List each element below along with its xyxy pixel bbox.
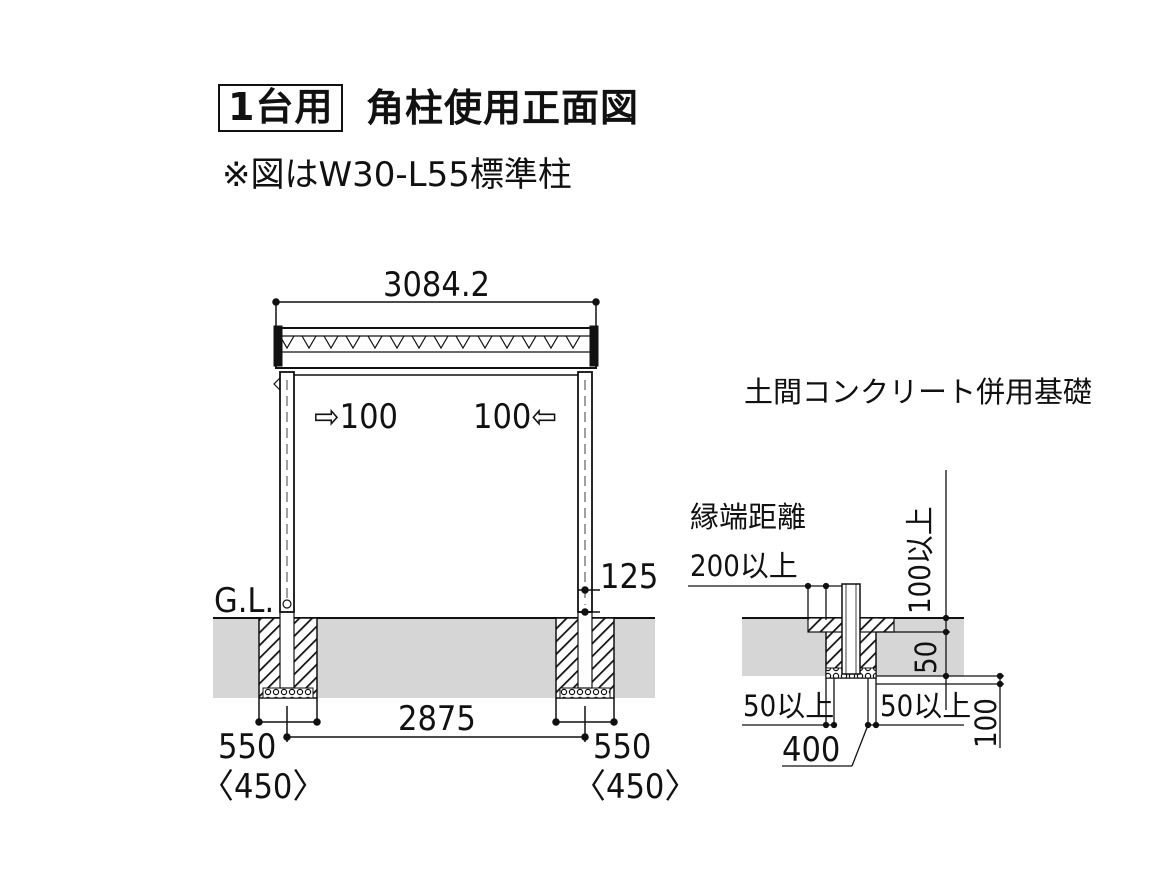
label-slab-depth: 50 (909, 640, 943, 674)
label-ground-line: G.L. (214, 581, 275, 621)
label-base-depth: 100 (969, 698, 1003, 748)
label-arrow-left: ⇨100 (314, 397, 399, 437)
dim-125 (578, 586, 600, 616)
label-right-margin: 50以上 (880, 689, 972, 723)
detail-dimensions (688, 470, 1004, 767)
title-badge: 1台用 (218, 84, 344, 132)
detail-title: 土間コンクリート併用基礎 (744, 375, 1093, 409)
footing-right (555, 611, 615, 699)
label-footing-width: 400 (782, 730, 841, 770)
label-footing-left-alt: 〈450〉 (200, 767, 327, 807)
dim-top (272, 298, 600, 326)
post-left (273, 371, 295, 613)
label-arrow-right: 100⇦ (473, 397, 558, 437)
roof (273, 325, 599, 376)
title-note: ※図はW30-L55標準柱 (222, 155, 572, 195)
label-span-bottom: 2875 (398, 699, 476, 739)
label-height-above: 100以上 (903, 506, 937, 614)
page-title: 角柱使用正面図 (366, 86, 640, 130)
label-post-embed: 125 (600, 557, 659, 597)
post-right (577, 371, 593, 613)
dim-bottom (255, 698, 618, 742)
footing-left (258, 611, 318, 699)
label-edge-value: 200以上 (690, 549, 798, 583)
label-left-margin: 50以上 (743, 689, 835, 723)
detail-footing (807, 583, 895, 679)
label-footing-right-alt: 〈450〉 (572, 767, 699, 807)
label-footing-left: 550 (218, 727, 277, 767)
label-footing-right: 550 (593, 727, 652, 767)
label-edge: 縁端距離 (690, 500, 807, 534)
label-width-top: 3084.2 (383, 265, 490, 305)
